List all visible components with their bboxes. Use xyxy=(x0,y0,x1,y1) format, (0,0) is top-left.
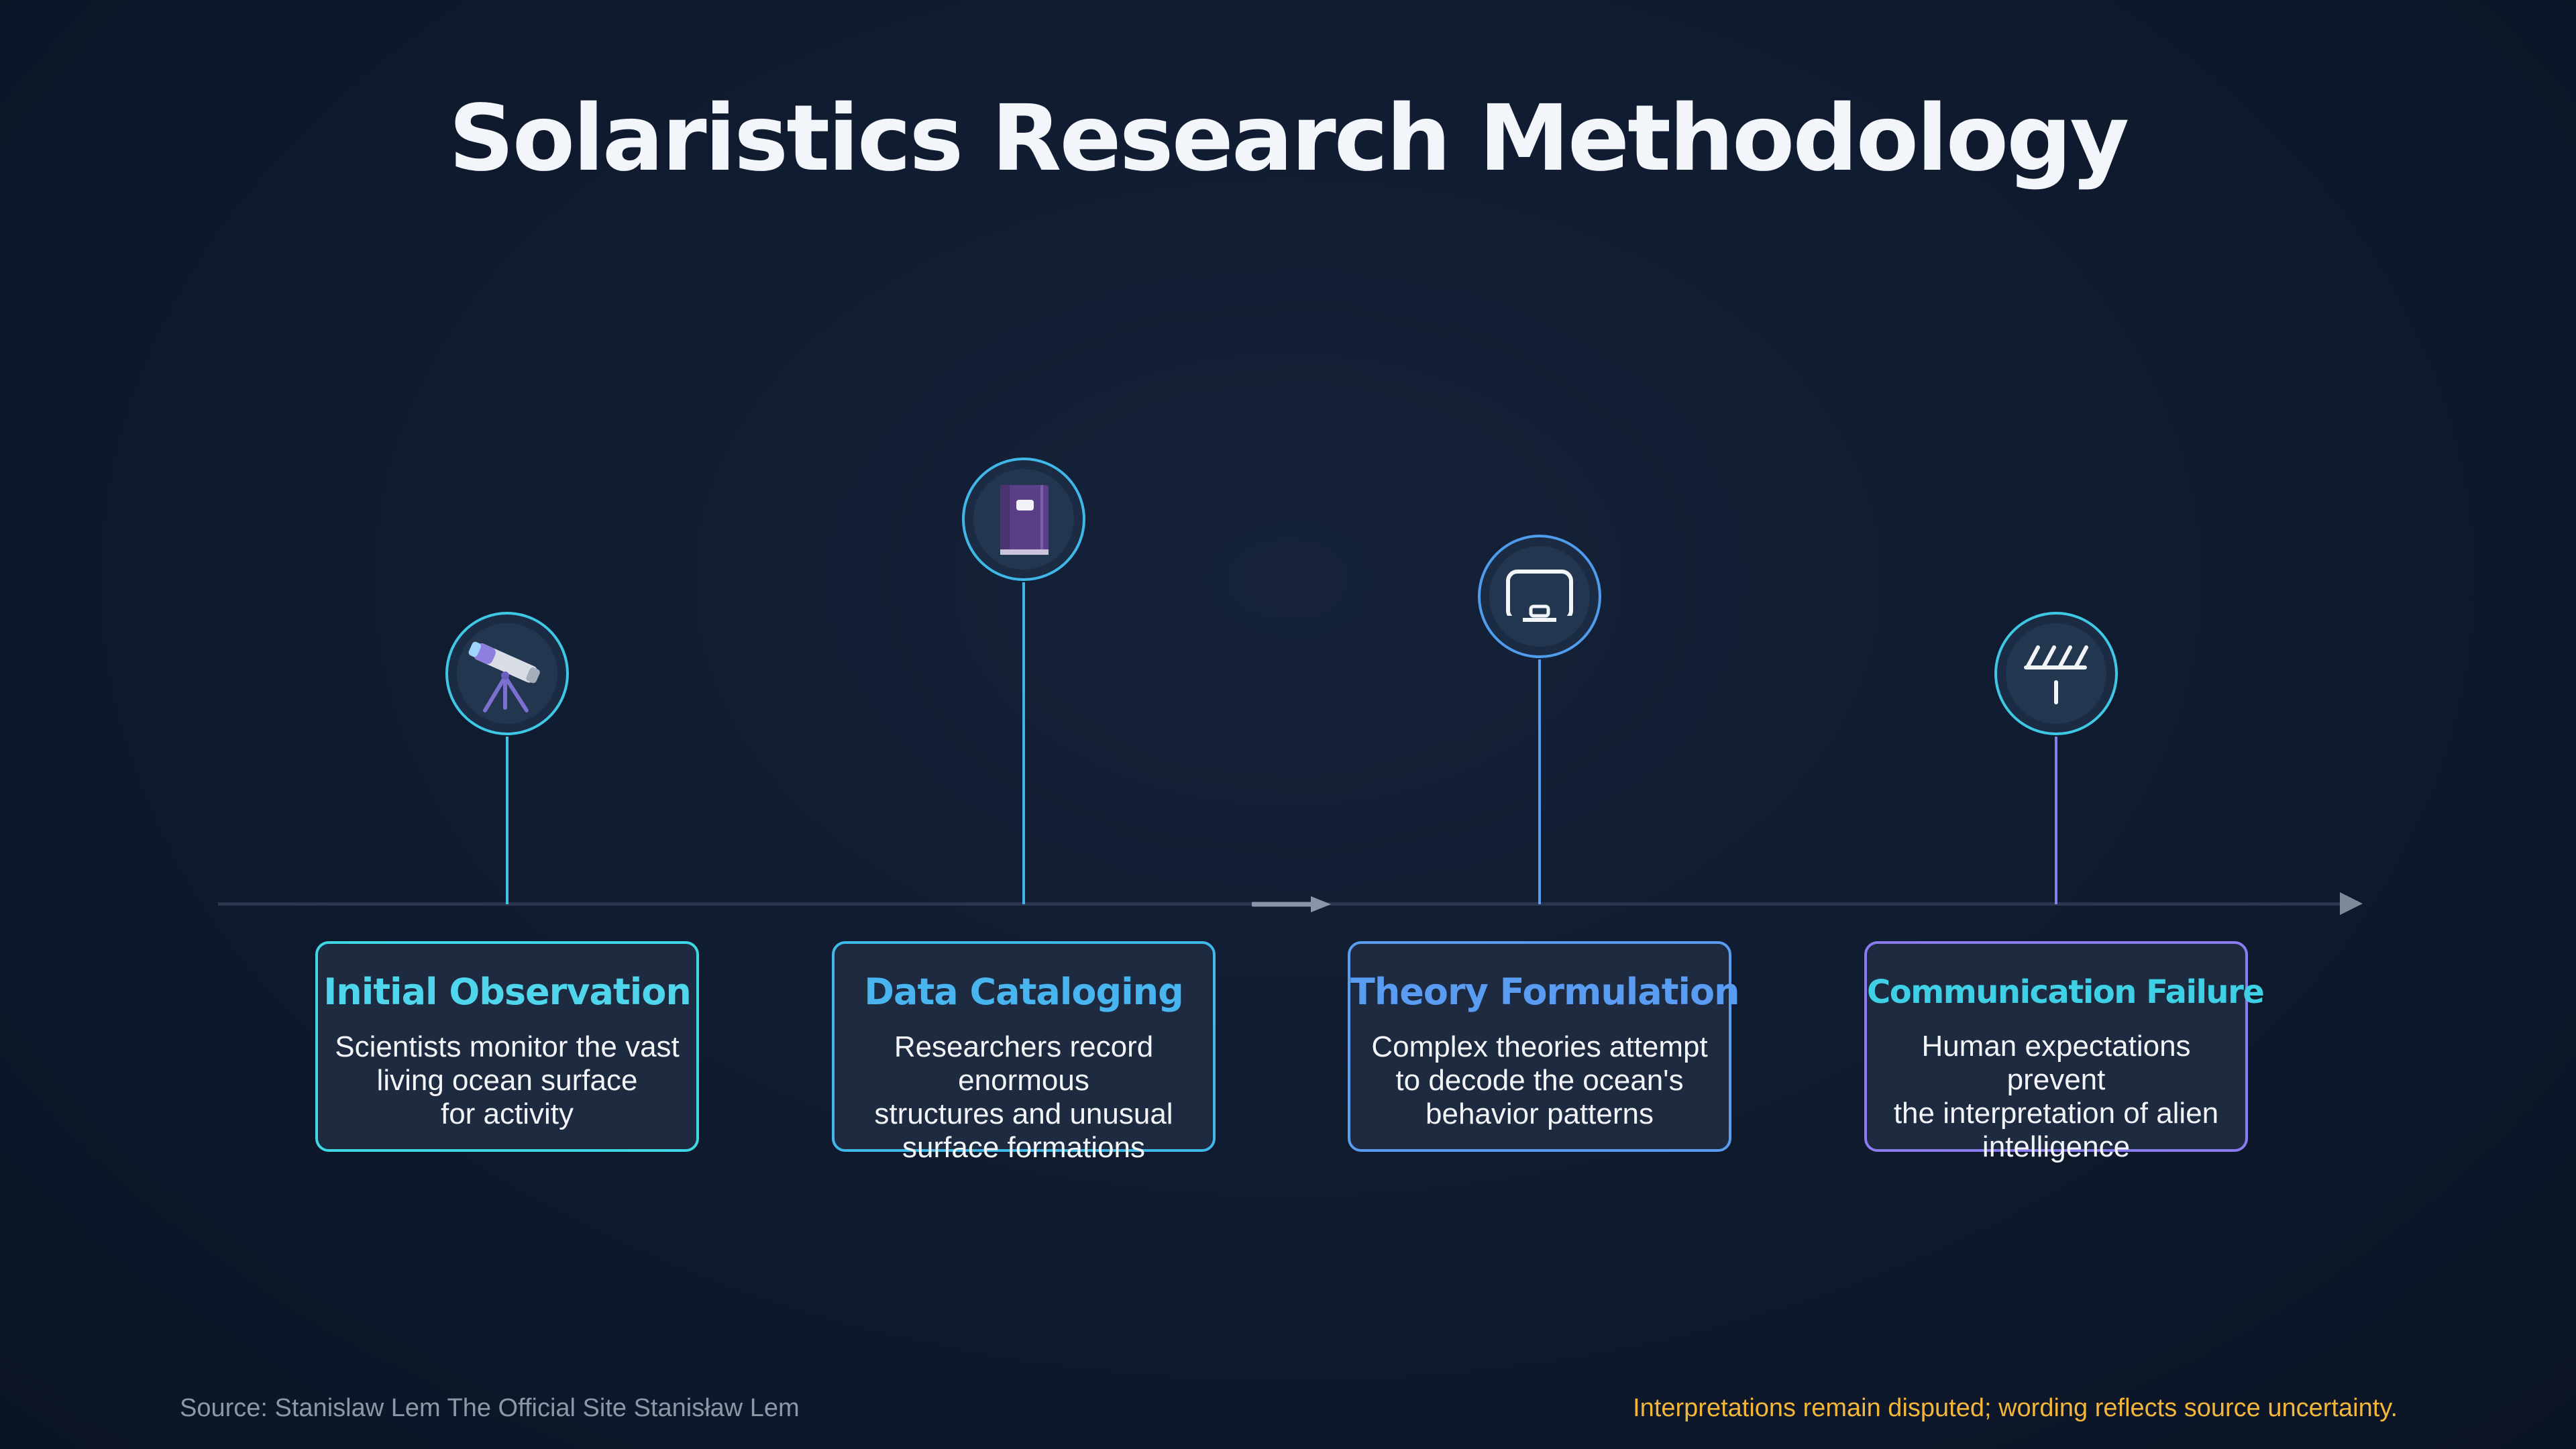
step-4-card: Communication Failure Human expectations… xyxy=(1864,941,2265,1163)
telescope-icon xyxy=(468,641,540,712)
step-4-marker xyxy=(1994,612,2118,735)
step-3-marker xyxy=(1478,535,1601,658)
step-2-connector xyxy=(1022,582,1025,904)
step-1-title: Initial Observation xyxy=(323,971,692,1013)
uncertainty-note: Interpretations remain disputed; wording… xyxy=(1633,1394,2398,1422)
step-2-card: Data Cataloging Researchers record enorm… xyxy=(832,941,1216,1164)
step-3-description: Complex theories attempt to decode the o… xyxy=(1371,1030,1708,1130)
step-1-marker xyxy=(445,612,569,735)
step-3-title: Theory Formulation xyxy=(1350,971,1740,1013)
book-icon xyxy=(1000,485,1049,555)
step-3-connector xyxy=(1538,659,1541,904)
step-1-card: Initial Observation Scientists monitor t… xyxy=(315,941,699,1152)
step-2-marker xyxy=(962,458,1085,581)
step-4-connector xyxy=(2055,737,2057,904)
step-2-description: Researchers record enormous structures a… xyxy=(874,1030,1173,1164)
step-3-card: Theory Formulation Complex theories atte… xyxy=(1348,941,1740,1152)
step-1-description: Scientists monitor the vast living ocean… xyxy=(335,1030,680,1130)
step-4-description: Human expectations prevent the interpret… xyxy=(1893,1030,2219,1163)
source-note: Source: Stanislaw Lem The Official Site … xyxy=(180,1394,800,1422)
chalkboard-icon xyxy=(1505,570,1574,623)
step-1-connector xyxy=(506,737,508,904)
page-title: Solaristics Research Methodology xyxy=(448,86,2129,192)
timeline-arrowhead xyxy=(2340,892,2363,915)
antenna-icon xyxy=(2024,645,2088,704)
step-4-title: Communication Failure xyxy=(1867,973,2265,1011)
flow-arrow-icon xyxy=(1252,896,1331,912)
step-2-title: Data Cataloging xyxy=(864,971,1184,1013)
